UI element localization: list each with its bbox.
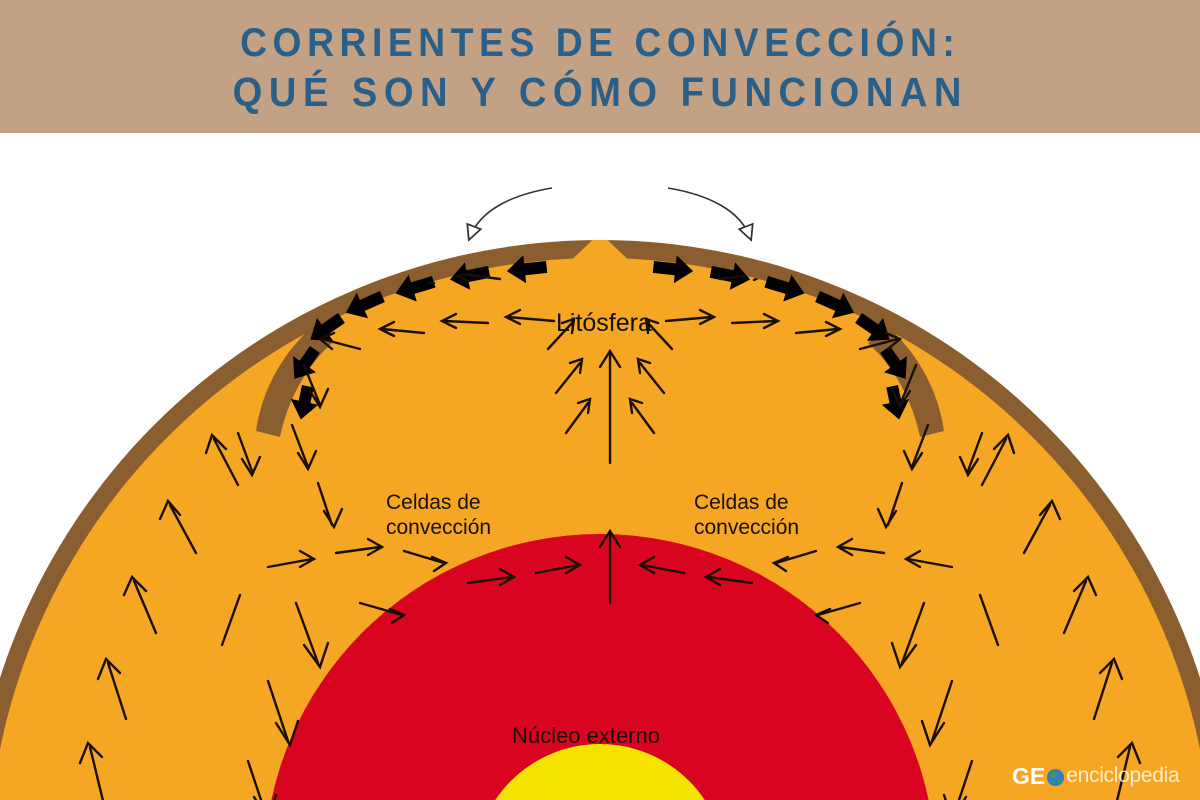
- deep-left-down: [220, 593, 330, 800]
- cell-right-bottom: [637, 537, 954, 625]
- mid-ocean-ridge: [564, 240, 636, 293]
- lithosphere-leader-right: [667, 187, 750, 237]
- deep-left-up: [78, 432, 240, 800]
- planet-body: [0, 240, 1200, 800]
- outer-core-layer: [271, 534, 929, 800]
- deep-right-down: [890, 593, 1000, 800]
- inner-core-layer: [495, 744, 705, 800]
- plate-motion-arrows: [290, 255, 910, 420]
- convection-flow-arrows: [78, 264, 1142, 800]
- cell-left-bottom: [266, 537, 583, 625]
- cell-right-down: [876, 363, 984, 530]
- earth-diagram-svg: [0, 187, 1200, 800]
- plume-center: [546, 317, 674, 605]
- lithosphere-callout-lines: [470, 187, 750, 237]
- deep-right-up: [980, 432, 1142, 800]
- header-banner: CORRIENTES DE CONVECCIÓN: QUÉ SON Y CÓMO…: [0, 0, 1200, 133]
- cell-left-down: [236, 363, 344, 530]
- page-title-line-1: CORRIENTES DE CONVECCIÓN:: [239, 20, 961, 65]
- lithosphere-leader-left: [470, 187, 553, 237]
- page-title-line-2: QUÉ SON Y CÓMO FUNCIONAN: [232, 68, 968, 115]
